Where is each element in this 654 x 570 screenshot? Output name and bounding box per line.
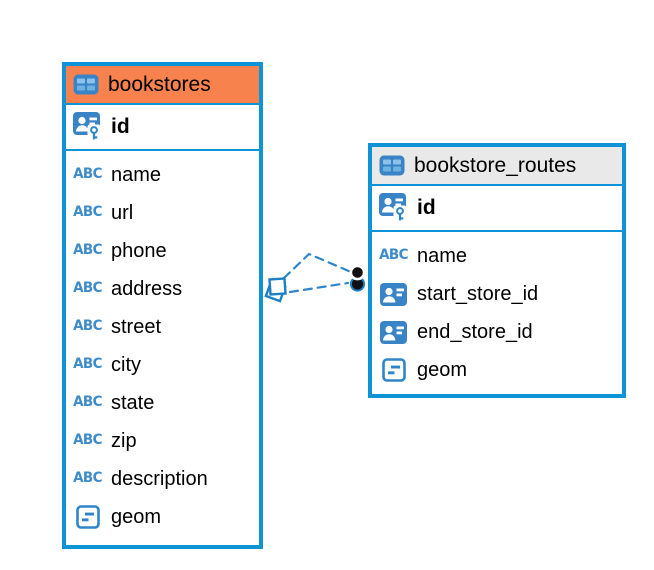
column-label: street [111, 315, 162, 338]
text-type-icon: ABC [379, 246, 408, 264]
primary-key-icon [378, 193, 409, 223]
column-label: state [111, 391, 155, 414]
column-label: url [111, 201, 134, 224]
table-icon [73, 74, 99, 95]
entity-header-bookstore-routes[interactable]: bookstore_routes [372, 147, 622, 186]
entity-title: bookstore_routes [414, 153, 577, 177]
column-label: geom [417, 358, 468, 381]
entity-bookstores[interactable]: bookstores id ABC name ABC url ABC phone… [62, 62, 263, 549]
primary-key-icon [72, 112, 103, 142]
column-label: name [417, 244, 468, 267]
column-list: ABC name ABC url ABC phone ABC address A… [66, 151, 259, 540]
column-label: id [417, 196, 436, 219]
column-row[interactable]: ABC address [66, 270, 259, 308]
entity-title: bookstores [108, 72, 211, 96]
relationship-lines[interactable] [282, 252, 353, 294]
relationship-diamond-marker[interactable] [264, 277, 287, 303]
column-row[interactable]: geom [66, 498, 259, 536]
entity-bookstore-routes[interactable]: bookstore_routes id ABC name start_store… [368, 143, 626, 398]
column-row[interactable]: ABC name [372, 237, 622, 275]
text-type-icon: ABC [73, 317, 102, 335]
column-row[interactable]: end_store_id [372, 313, 622, 351]
column-row[interactable]: ABC state [66, 384, 259, 422]
text-type-icon: ABC [73, 165, 102, 183]
text-type-icon: ABC [73, 469, 102, 487]
column-label: geom [111, 505, 162, 528]
column-label: id [111, 115, 130, 138]
relationship-line [288, 281, 350, 294]
column-label: phone [111, 239, 167, 262]
text-type-icon: ABC [73, 203, 102, 221]
table-icon [379, 155, 405, 176]
geometry-type-icon [72, 505, 103, 529]
column-label: description [111, 467, 208, 490]
column-row[interactable]: start_store_id [372, 275, 622, 313]
column-label: zip [111, 429, 137, 452]
relationship-dot-marker[interactable] [349, 264, 366, 292]
column-row-id[interactable]: id [372, 186, 622, 232]
column-row[interactable]: ABC phone [66, 232, 259, 270]
column-row[interactable]: ABC url [66, 194, 259, 232]
column-row[interactable]: ABC street [66, 308, 259, 346]
column-row-id[interactable]: id [66, 105, 259, 151]
text-type-icon: ABC [73, 431, 102, 449]
entity-header-bookstores[interactable]: bookstores [66, 66, 259, 105]
column-label: address [111, 277, 183, 300]
reference-type-icon [378, 282, 409, 306]
column-list: ABC name start_store_id end_store_id ge [372, 232, 622, 393]
text-type-icon: ABC [73, 279, 102, 297]
text-type-icon: ABC [73, 393, 102, 411]
column-label: end_store_id [417, 320, 533, 343]
column-label: city [111, 353, 141, 376]
column-row[interactable]: geom [372, 351, 622, 389]
column-row[interactable]: ABC name [66, 156, 259, 194]
geometry-type-icon [378, 358, 409, 382]
column-row[interactable]: ABC city [66, 346, 259, 384]
column-label: name [111, 163, 162, 186]
relationship-line [282, 252, 353, 280]
text-type-icon: ABC [73, 355, 102, 373]
column-label: start_store_id [417, 282, 539, 305]
column-row[interactable]: ABC description [66, 460, 259, 498]
reference-type-icon [378, 320, 409, 344]
column-row[interactable]: ABC zip [66, 422, 259, 460]
text-type-icon: ABC [73, 241, 102, 259]
